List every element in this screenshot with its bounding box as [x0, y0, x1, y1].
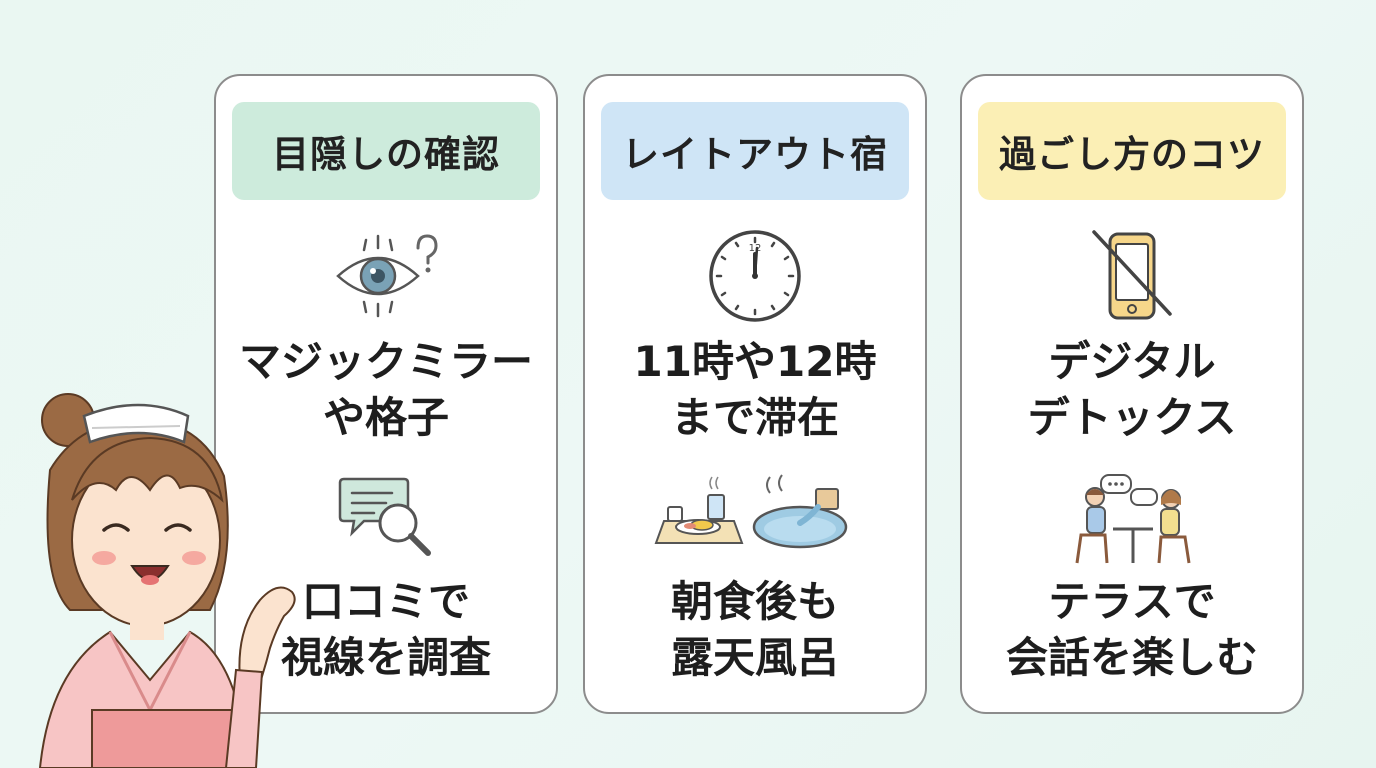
eye-question-icon: [216, 226, 556, 326]
card-tips: 過ごし方のコツ デジタル デトックス: [960, 74, 1304, 714]
clock-icon: 12: [585, 226, 925, 326]
card-header: 過ごし方のコツ: [978, 102, 1286, 200]
no-smartphone-icon: [962, 226, 1302, 326]
couple-conversation-icon: [962, 471, 1302, 564]
card-bottom-text: テラスで 会話を楽しむ: [1005, 577, 1258, 682]
breakfast-and-onsen-icon: [585, 471, 925, 561]
card-bottom-text: 口コミで 視線を調査: [280, 577, 491, 682]
clock-label: 12: [749, 243, 762, 254]
card-late-checkout: レイトアウト宿 12 11時や12時 まで滞在: [583, 74, 927, 714]
card-top-text: デジタル デトックス: [1027, 337, 1237, 442]
card-top-text: 11時や12時 まで滞在: [633, 337, 877, 442]
card-top-text: マジックミラー や格子: [238, 337, 533, 442]
card-header: レイトアウト宿: [601, 102, 909, 200]
card-bottom-text: 朝食後も 露天風呂: [670, 577, 839, 682]
review-search-icon: [216, 471, 556, 561]
yukata-woman-icon: [38, 393, 296, 768]
card-header: 目隠しの確認: [232, 102, 540, 200]
